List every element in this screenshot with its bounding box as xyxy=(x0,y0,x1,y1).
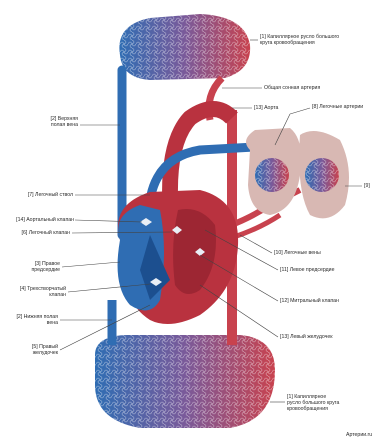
label-pulmonary-valve: [6] Легочный клапан xyxy=(8,230,70,236)
label-pulmonary-arteries: [8] Легочные артерии xyxy=(312,104,363,110)
label-right-atrium: [3] Правое предсердие xyxy=(14,261,60,273)
lung xyxy=(246,128,349,218)
heart xyxy=(118,190,239,324)
label-left-atrium: [11] Левое предсердие xyxy=(280,267,334,273)
label-right-ventricle: [5] Правый желудочек xyxy=(14,344,58,356)
credit-text: Артерии.ru xyxy=(346,432,372,438)
label-capillary-bottom: [1] Капиллярное русло большого круга кро… xyxy=(287,394,339,412)
label-lung: [9] xyxy=(364,183,370,189)
label-inferior-vena-cava: [2] Нижняя полая вена xyxy=(10,314,58,326)
label-superior-vena-cava: [2] Верхняя полая вена xyxy=(28,116,78,128)
label-aortic-valve: [14] Аортальный клапан xyxy=(4,217,74,223)
label-aorta: [13] Аорта xyxy=(254,105,278,111)
label-capillary-top: [1] Капиллярное русло большого круга кро… xyxy=(260,34,339,46)
label-pulmonary-trunk: [7] Легочный ствол xyxy=(10,192,73,198)
capillary-bed-top xyxy=(119,14,250,80)
capillary-bed-bottom xyxy=(95,335,275,428)
label-pulmonary-veins: [10] Легочные вены xyxy=(274,250,321,256)
label-carotid-artery: Общая сонная артерия xyxy=(264,85,320,91)
label-mitral-valve: [12] Митральный клапан xyxy=(280,298,339,304)
label-tricuspid-valve: [4] Трехстворчатый клапан xyxy=(8,286,66,298)
label-left-ventricle: [13] Левый желудочек xyxy=(280,334,333,340)
